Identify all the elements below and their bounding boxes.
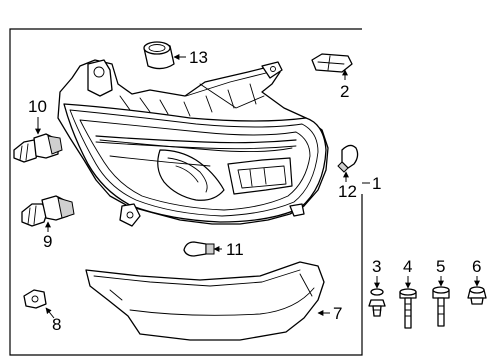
part-5-bolt <box>432 276 450 327</box>
assembly-frame <box>9 28 363 356</box>
callout-6: 6 <box>472 257 481 276</box>
part-7-lower-trim <box>85 261 330 341</box>
callout-2: 2 <box>340 82 349 101</box>
callout-11: 11 <box>226 240 244 259</box>
part-13-dust-cap <box>143 41 186 70</box>
part-4-bolt <box>399 276 417 329</box>
callout-3: 3 <box>372 257 381 276</box>
callout-5: 5 <box>436 257 445 276</box>
callout-10: 10 <box>28 97 47 116</box>
part-9-bulb <box>21 195 75 232</box>
part-6-nut <box>467 276 487 305</box>
part-11-bulb <box>183 241 222 257</box>
callout-9: 9 <box>43 232 52 251</box>
callout-8: 8 <box>52 315 61 334</box>
part-12-bulb <box>337 144 359 182</box>
callout-12: 12 <box>338 182 357 201</box>
part-10-bulb <box>13 117 63 163</box>
headlamp-housing <box>57 59 329 227</box>
callout-7: 7 <box>333 304 342 323</box>
callout-13: 13 <box>189 48 208 67</box>
callout-1: 1 <box>372 174 381 193</box>
callout-4: 4 <box>403 257 412 276</box>
part-2-clip <box>311 53 353 80</box>
part-8-bracket <box>23 289 55 319</box>
part-3-fastener <box>368 276 386 317</box>
